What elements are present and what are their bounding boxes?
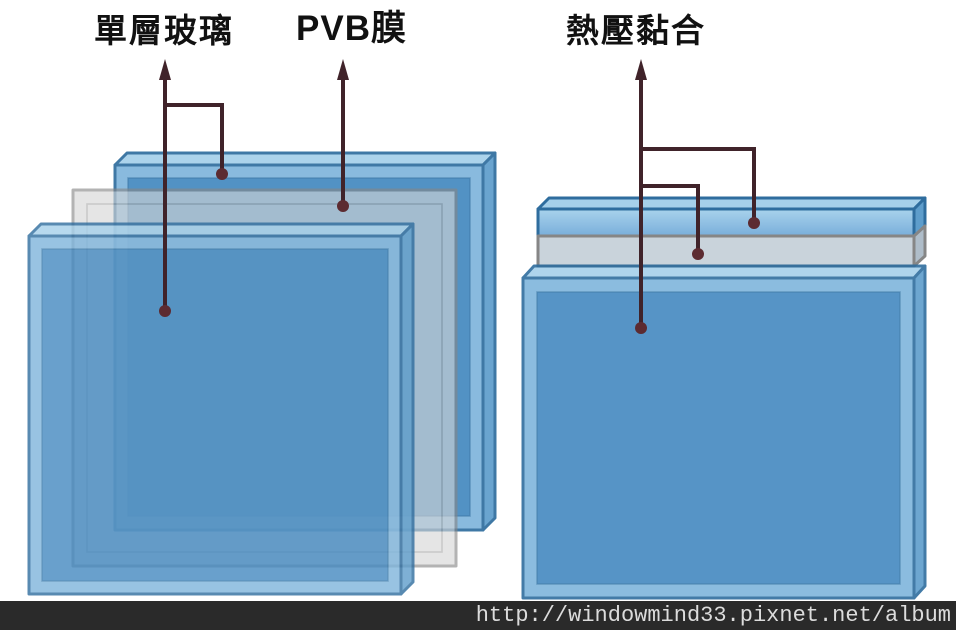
bonded-glass-top-face bbox=[521, 264, 927, 280]
top-glass-slab bbox=[536, 196, 927, 239]
label-hot-press: 熱壓黏合 bbox=[566, 12, 706, 49]
leader-line-hot-press bbox=[639, 77, 756, 328]
arrowhead-hot-press bbox=[635, 59, 647, 80]
arrowhead-single-glass bbox=[159, 59, 171, 80]
dot-pvb-strip bbox=[692, 248, 704, 260]
top-slab-top-face bbox=[536, 196, 927, 211]
dot-bonded-pane bbox=[635, 322, 647, 334]
leader-dots bbox=[159, 168, 760, 334]
front-glass-top-face bbox=[27, 222, 415, 238]
pvb-strip-front-face bbox=[536, 234, 916, 268]
dot-top-slab bbox=[748, 217, 760, 229]
label-single-glass: 單層玻璃 bbox=[94, 12, 234, 49]
dot-pvb-sheet bbox=[337, 200, 349, 212]
watermark-url: http://windowmind33.pixnet.net/album bbox=[475, 603, 951, 628]
front-glass-inner-face bbox=[41, 248, 389, 582]
back-glass-side-face bbox=[481, 151, 497, 532]
front-glass-pane bbox=[27, 222, 415, 596]
watermark-bar: http://windowmind33.pixnet.net/album bbox=[0, 601, 956, 630]
front-glass-side-face bbox=[399, 222, 415, 596]
back-glass-top-face bbox=[113, 151, 497, 167]
dot-back-glass bbox=[216, 168, 228, 180]
leader-line-single-glass bbox=[163, 77, 224, 311]
label-pvb-film: PVB膜 bbox=[296, 9, 407, 48]
bonded-glass-inner-face bbox=[536, 291, 901, 585]
arrowhead-pvb-film bbox=[337, 59, 349, 80]
bonded-glass-side-face bbox=[912, 264, 927, 600]
leader-arrowheads bbox=[159, 59, 647, 80]
bonded-glass-pane bbox=[521, 264, 927, 600]
top-slab-front-face bbox=[536, 207, 916, 238]
leader-lines bbox=[163, 77, 756, 328]
dot-front-glass bbox=[159, 305, 171, 317]
